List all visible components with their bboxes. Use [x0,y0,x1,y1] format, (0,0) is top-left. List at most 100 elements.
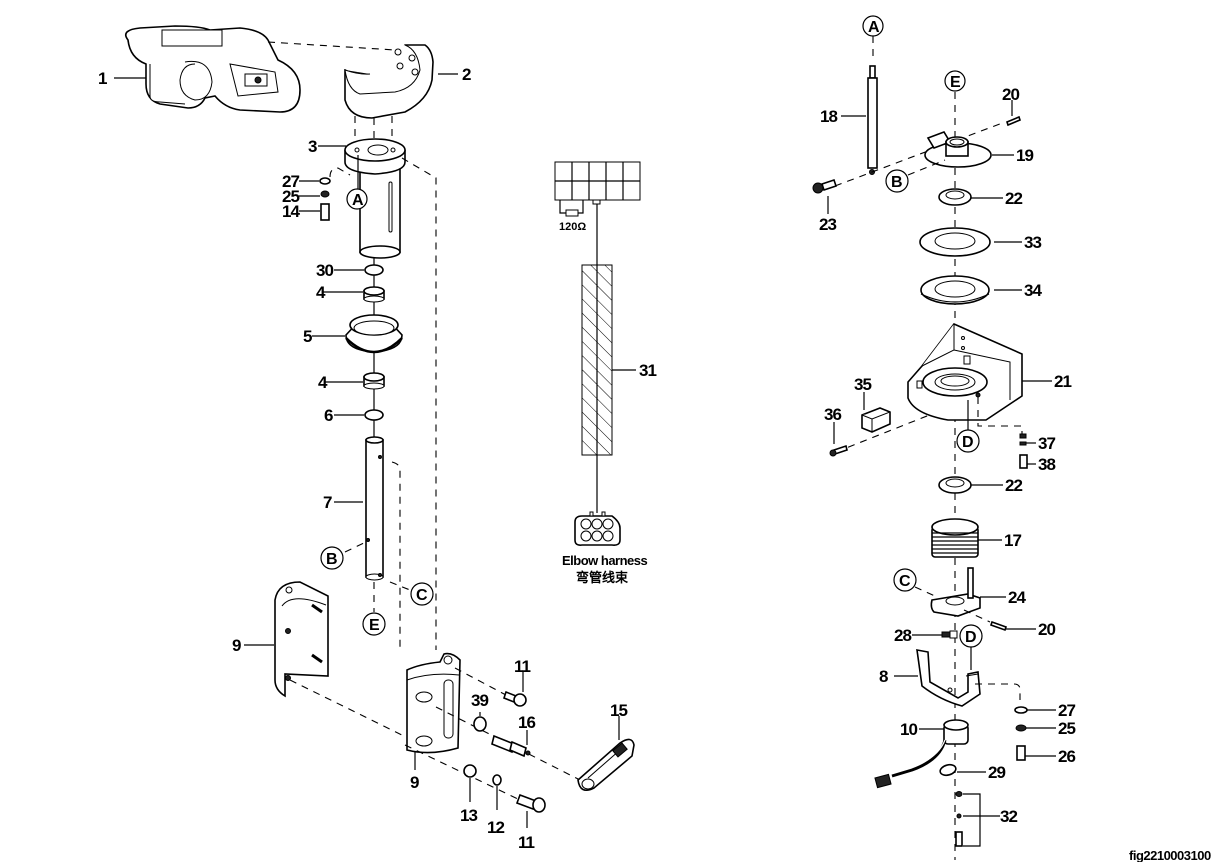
dashed-connector [963,609,991,623]
label-part-7: 7 [323,493,332,512]
svg-text:D: D [962,434,974,451]
part-7-shaft [365,436,384,581]
label-part-6: 6 [324,406,333,425]
part-12-lock-washer [492,774,502,786]
label-part-24: 24 [1008,588,1026,607]
label-part-34: 34 [1024,281,1042,300]
part-35-bracket [861,407,891,433]
label-part-9: 9 [232,636,241,655]
dashed-connector [454,667,507,696]
label-part-16: 16 [518,713,535,732]
label-part-5: 5 [303,327,312,346]
part-4-bearing-lower [363,372,385,390]
label-part-28: 28 [894,626,911,645]
label-part-32: 32 [1000,807,1017,826]
harness-name-en: Elbow harness [562,553,648,568]
label-part-38: 38 [1038,455,1055,474]
part-27-washer [319,177,331,185]
label-part-12: 12 [487,818,504,837]
callout-leader [344,541,367,553]
part-26-bolt [1016,745,1026,761]
label-part-31: 31 [639,361,656,380]
dashed-connector [975,683,1021,700]
callout-b-right: B [885,169,909,193]
part-16-pin [491,734,531,758]
label-part-21: 21 [1054,372,1071,391]
part-25-lock-washer [320,190,330,198]
svg-text:E: E [369,617,380,634]
svg-text:D: D [965,629,977,646]
callout-e-right: E [944,70,966,92]
label-part-9: 9 [410,773,419,792]
callout-c-left: C [410,582,434,606]
part-5-cone [345,314,403,354]
svg-text:B: B [326,551,338,568]
resistor-120-ohm [565,209,579,217]
callout-d-lower: D [959,624,983,648]
label-part-1: 1 [98,69,107,88]
part-20-pin-lower [989,620,1008,632]
label-part-37: 37 [1038,434,1055,453]
callout-e-left: E [362,612,386,636]
figure-id: fig2210003100 [1129,848,1211,862]
label-part-14: 14 [282,202,300,221]
dashed-connector [835,413,933,453]
svg-text:A: A [352,192,364,209]
part-15-lever [577,738,635,791]
svg-text:C: C [899,573,911,590]
label-part-10: 10 [900,720,917,739]
part-13-washer [463,764,477,778]
callout-a-right: A [862,15,884,37]
dashed-connector [977,397,1023,436]
svg-text:B: B [891,174,903,191]
callout-leader [914,586,936,597]
label-part-25: 25 [282,187,299,206]
callout-d-upper: D [956,429,980,453]
connector-10-pin [554,161,641,201]
label-part-35: 35 [854,375,871,394]
leader-32 [963,793,1000,847]
label-part-18: 18 [820,107,837,126]
dashed-connector [834,121,1006,187]
resistor-label: 120Ω [559,221,586,233]
label-part-8: 8 [879,667,888,686]
callout-leader [907,159,946,176]
part-29-gasket [939,763,957,777]
part-9-shell-left [274,581,329,698]
part-37-washer [1019,433,1027,446]
part-21-housing [907,323,1023,421]
label-part-22: 22 [1005,189,1022,208]
label-part-29: 29 [988,763,1005,782]
label-part-4: 4 [316,283,326,302]
part-11-bolt-upper [503,690,527,707]
part-34-ring [920,275,990,305]
label-part-13: 13 [460,806,477,825]
label-part-20: 20 [1002,85,1019,104]
part-38-bolt [1019,454,1028,469]
part-39-washer [473,716,487,732]
svg-text:A: A [868,19,880,36]
part-25-lock-washer [1015,724,1027,732]
part-32-fastener-set [955,791,963,847]
part-19-disc [924,131,992,168]
label-part-23: 23 [819,215,836,234]
dashed-connector [391,461,401,650]
label-part-20: 20 [1038,620,1055,639]
label-part-27: 27 [1058,701,1075,720]
label-part-33: 33 [1024,233,1041,252]
callout-a-left: A [346,188,368,210]
connector-pin [592,199,601,205]
part-30-o-ring [364,264,384,276]
callout-b-left: B [320,546,344,570]
resistor-lead [559,200,584,214]
part-28-screw [941,630,958,639]
part-23-bolt [812,178,838,194]
label-part-15: 15 [610,701,627,720]
label-part-36: 36 [824,405,841,424]
callout-c-right: C [893,568,917,592]
connector-6-pin [574,511,621,546]
dashed-connector [329,167,351,178]
label-part-19: 19 [1016,146,1033,165]
label-part-4: 4 [318,373,328,392]
part-17-spring [931,518,979,558]
